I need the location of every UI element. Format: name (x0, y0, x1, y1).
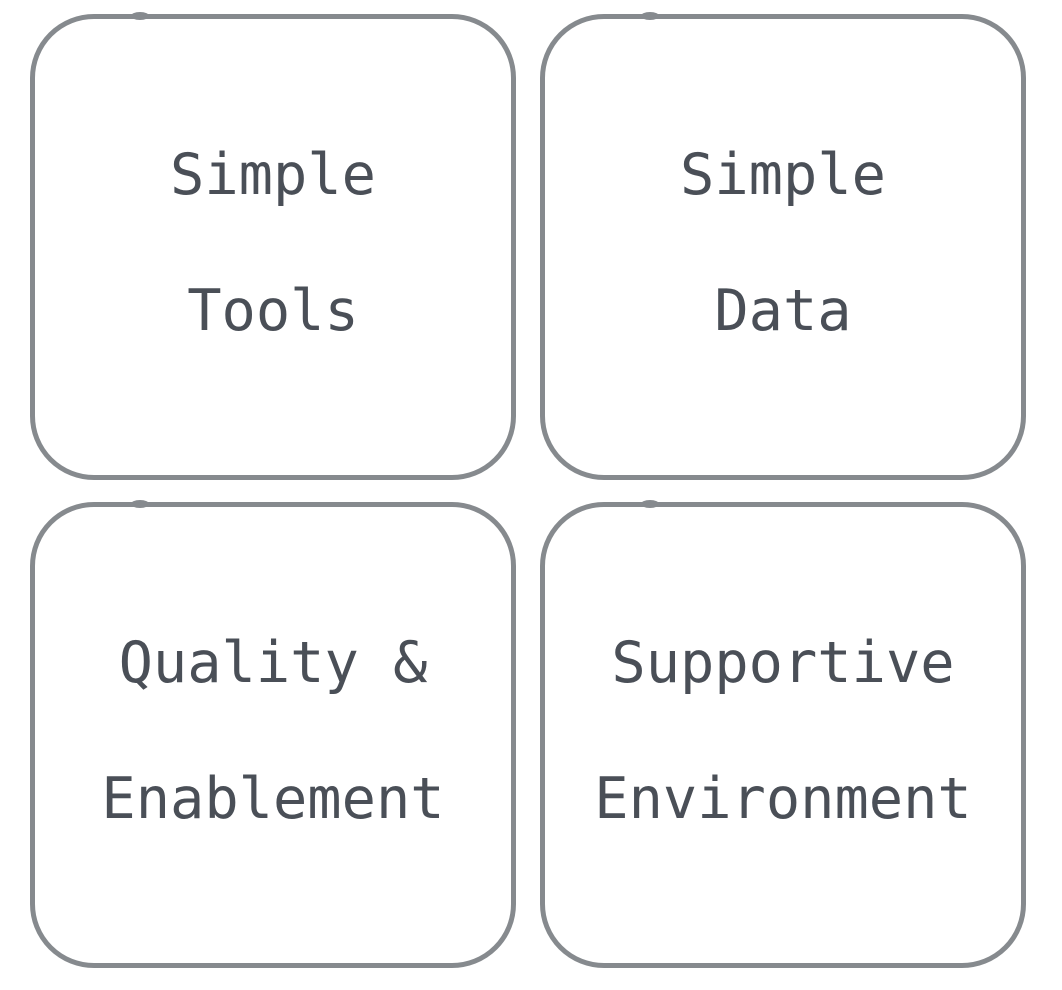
card-label-line2: Enablement (101, 766, 445, 832)
card-label-line2: Data (714, 278, 852, 344)
card-label-line2: Environment (594, 766, 972, 832)
border-nub (641, 12, 659, 20)
card-label: Simple Data (680, 73, 886, 413)
card-simple-data: Simple Data (540, 12, 1026, 480)
card-label: Supportive Environment (594, 561, 972, 901)
card-label-line1: Simple (680, 142, 886, 208)
card-label: Simple Tools (170, 73, 376, 413)
border-nub (131, 500, 149, 508)
border-nub (131, 12, 149, 20)
card-label-line1: Quality & (118, 630, 428, 696)
card-label-line1: Supportive (611, 630, 955, 696)
card-supportive-environment: Supportive Environment (540, 500, 1026, 968)
card-quality-enablement: Quality & Enablement (30, 500, 516, 968)
card-simple-tools: Simple Tools (30, 12, 516, 480)
card-label: Quality & Enablement (101, 561, 444, 901)
card-label-line2: Tools (187, 278, 359, 344)
border-nub (641, 500, 659, 508)
card-label-line1: Simple (170, 142, 376, 208)
